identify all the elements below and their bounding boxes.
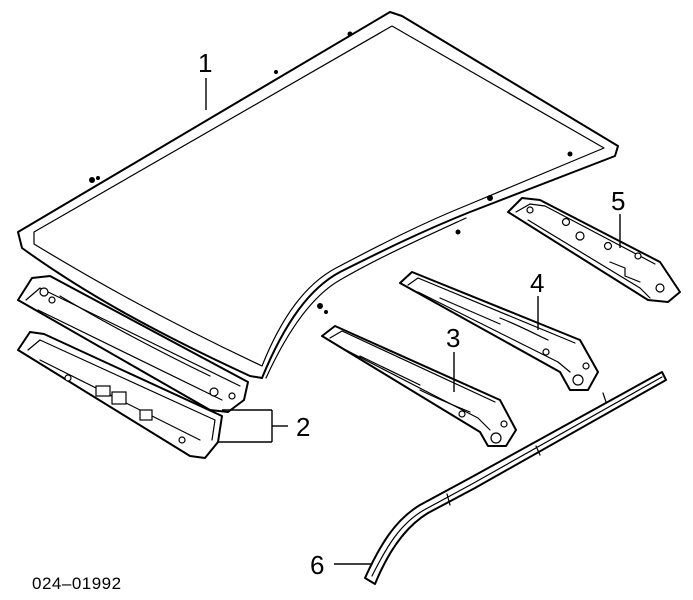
callout-2: 2 xyxy=(296,412,310,442)
front-header-lower-part xyxy=(17,331,223,459)
rear-bow-part xyxy=(399,271,599,391)
rear-header-part xyxy=(507,197,681,303)
callout-6: 6 xyxy=(310,550,324,580)
front-header-upper-part xyxy=(17,275,249,413)
callout-4: 4 xyxy=(530,268,544,298)
leader-lines xyxy=(205,78,621,565)
diagram-code: 024–01992 xyxy=(32,574,122,593)
side-rail-part xyxy=(364,371,667,585)
front-bow-part xyxy=(321,325,517,447)
callout-1: 1 xyxy=(198,48,212,78)
roof-panel-part xyxy=(17,11,619,379)
callout-5: 5 xyxy=(611,186,625,216)
callout-3: 3 xyxy=(446,323,460,353)
